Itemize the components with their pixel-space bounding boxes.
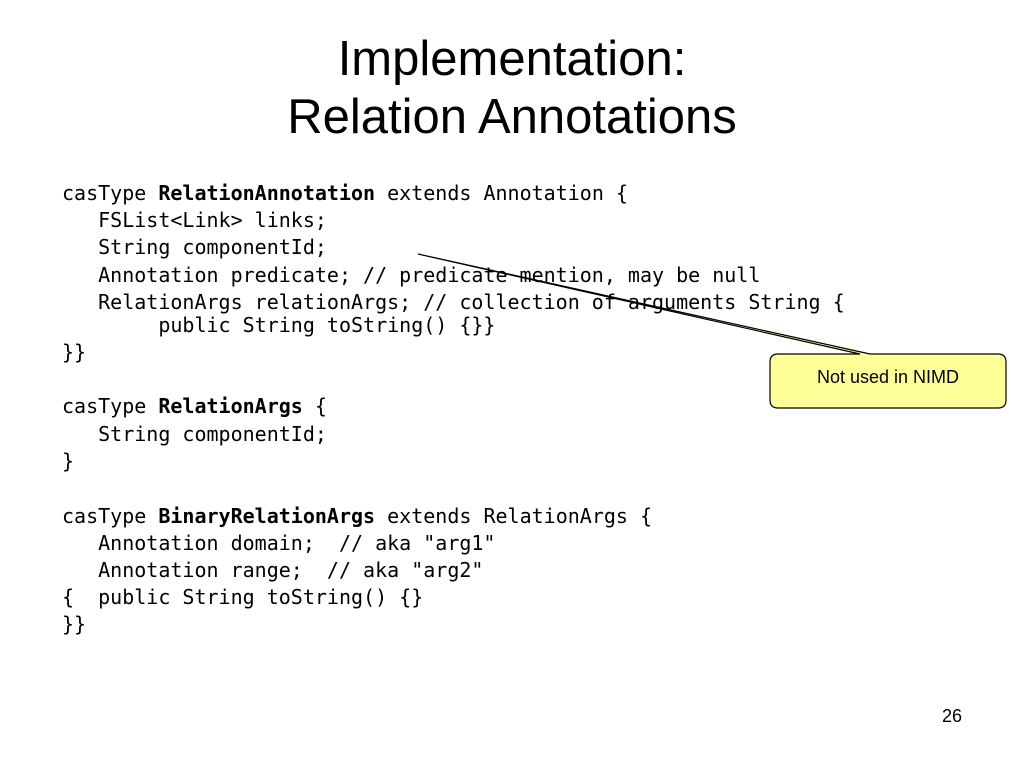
code-line-5: RelationArgs relationArgs; // collection… (62, 290, 845, 314)
slide-title: Implementation: Relation Annotations (0, 30, 1024, 146)
code-type-name: RelationAnnotation (158, 181, 376, 205)
code-line-12: Annotation domain; // aka "arg1" (62, 531, 496, 555)
code-block: casType RelationAnnotation extends Annot… (62, 0, 1002, 768)
callout-label: Not used in NIMD (816, 367, 960, 387)
code-line-10: } (62, 449, 75, 473)
code-line-14: { public String toString() {} (62, 585, 424, 609)
code-line-1: casType RelationAnnotation extends Annot… (62, 181, 628, 205)
code-text: extends Annotation { (375, 181, 628, 205)
page-number: 26 (941, 706, 962, 726)
code-text: { (302, 394, 327, 418)
code-line-4: Annotation predicate; // predicate menti… (62, 263, 761, 287)
code-type-name: BinaryRelationArgs (158, 504, 376, 528)
code-line-7: }} (62, 340, 87, 364)
code-line-8: casType RelationArgs { (62, 394, 327, 418)
code-text: extends RelationArgs { (375, 504, 653, 528)
code-line-3: String componentId; (62, 235, 327, 259)
code-line-2: FSList<Link> links; (62, 208, 327, 232)
code-line-11: casType BinaryRelationArgs extends Relat… (62, 504, 652, 528)
code-keyword: casType (62, 504, 159, 528)
code-line-13: Annotation range; // aka "arg2" (62, 558, 484, 582)
code-line-9: String componentId; (62, 422, 327, 446)
code-keyword: casType (62, 181, 159, 205)
code-type-name: RelationArgs (158, 394, 303, 418)
title-line-1: Implementation: (337, 32, 687, 86)
title-line-2: Relation Annotations (287, 90, 737, 144)
code-keyword: casType (62, 394, 159, 418)
code-line-15: }} (62, 612, 87, 636)
code-line-6: public String toString() {}} (62, 313, 496, 337)
